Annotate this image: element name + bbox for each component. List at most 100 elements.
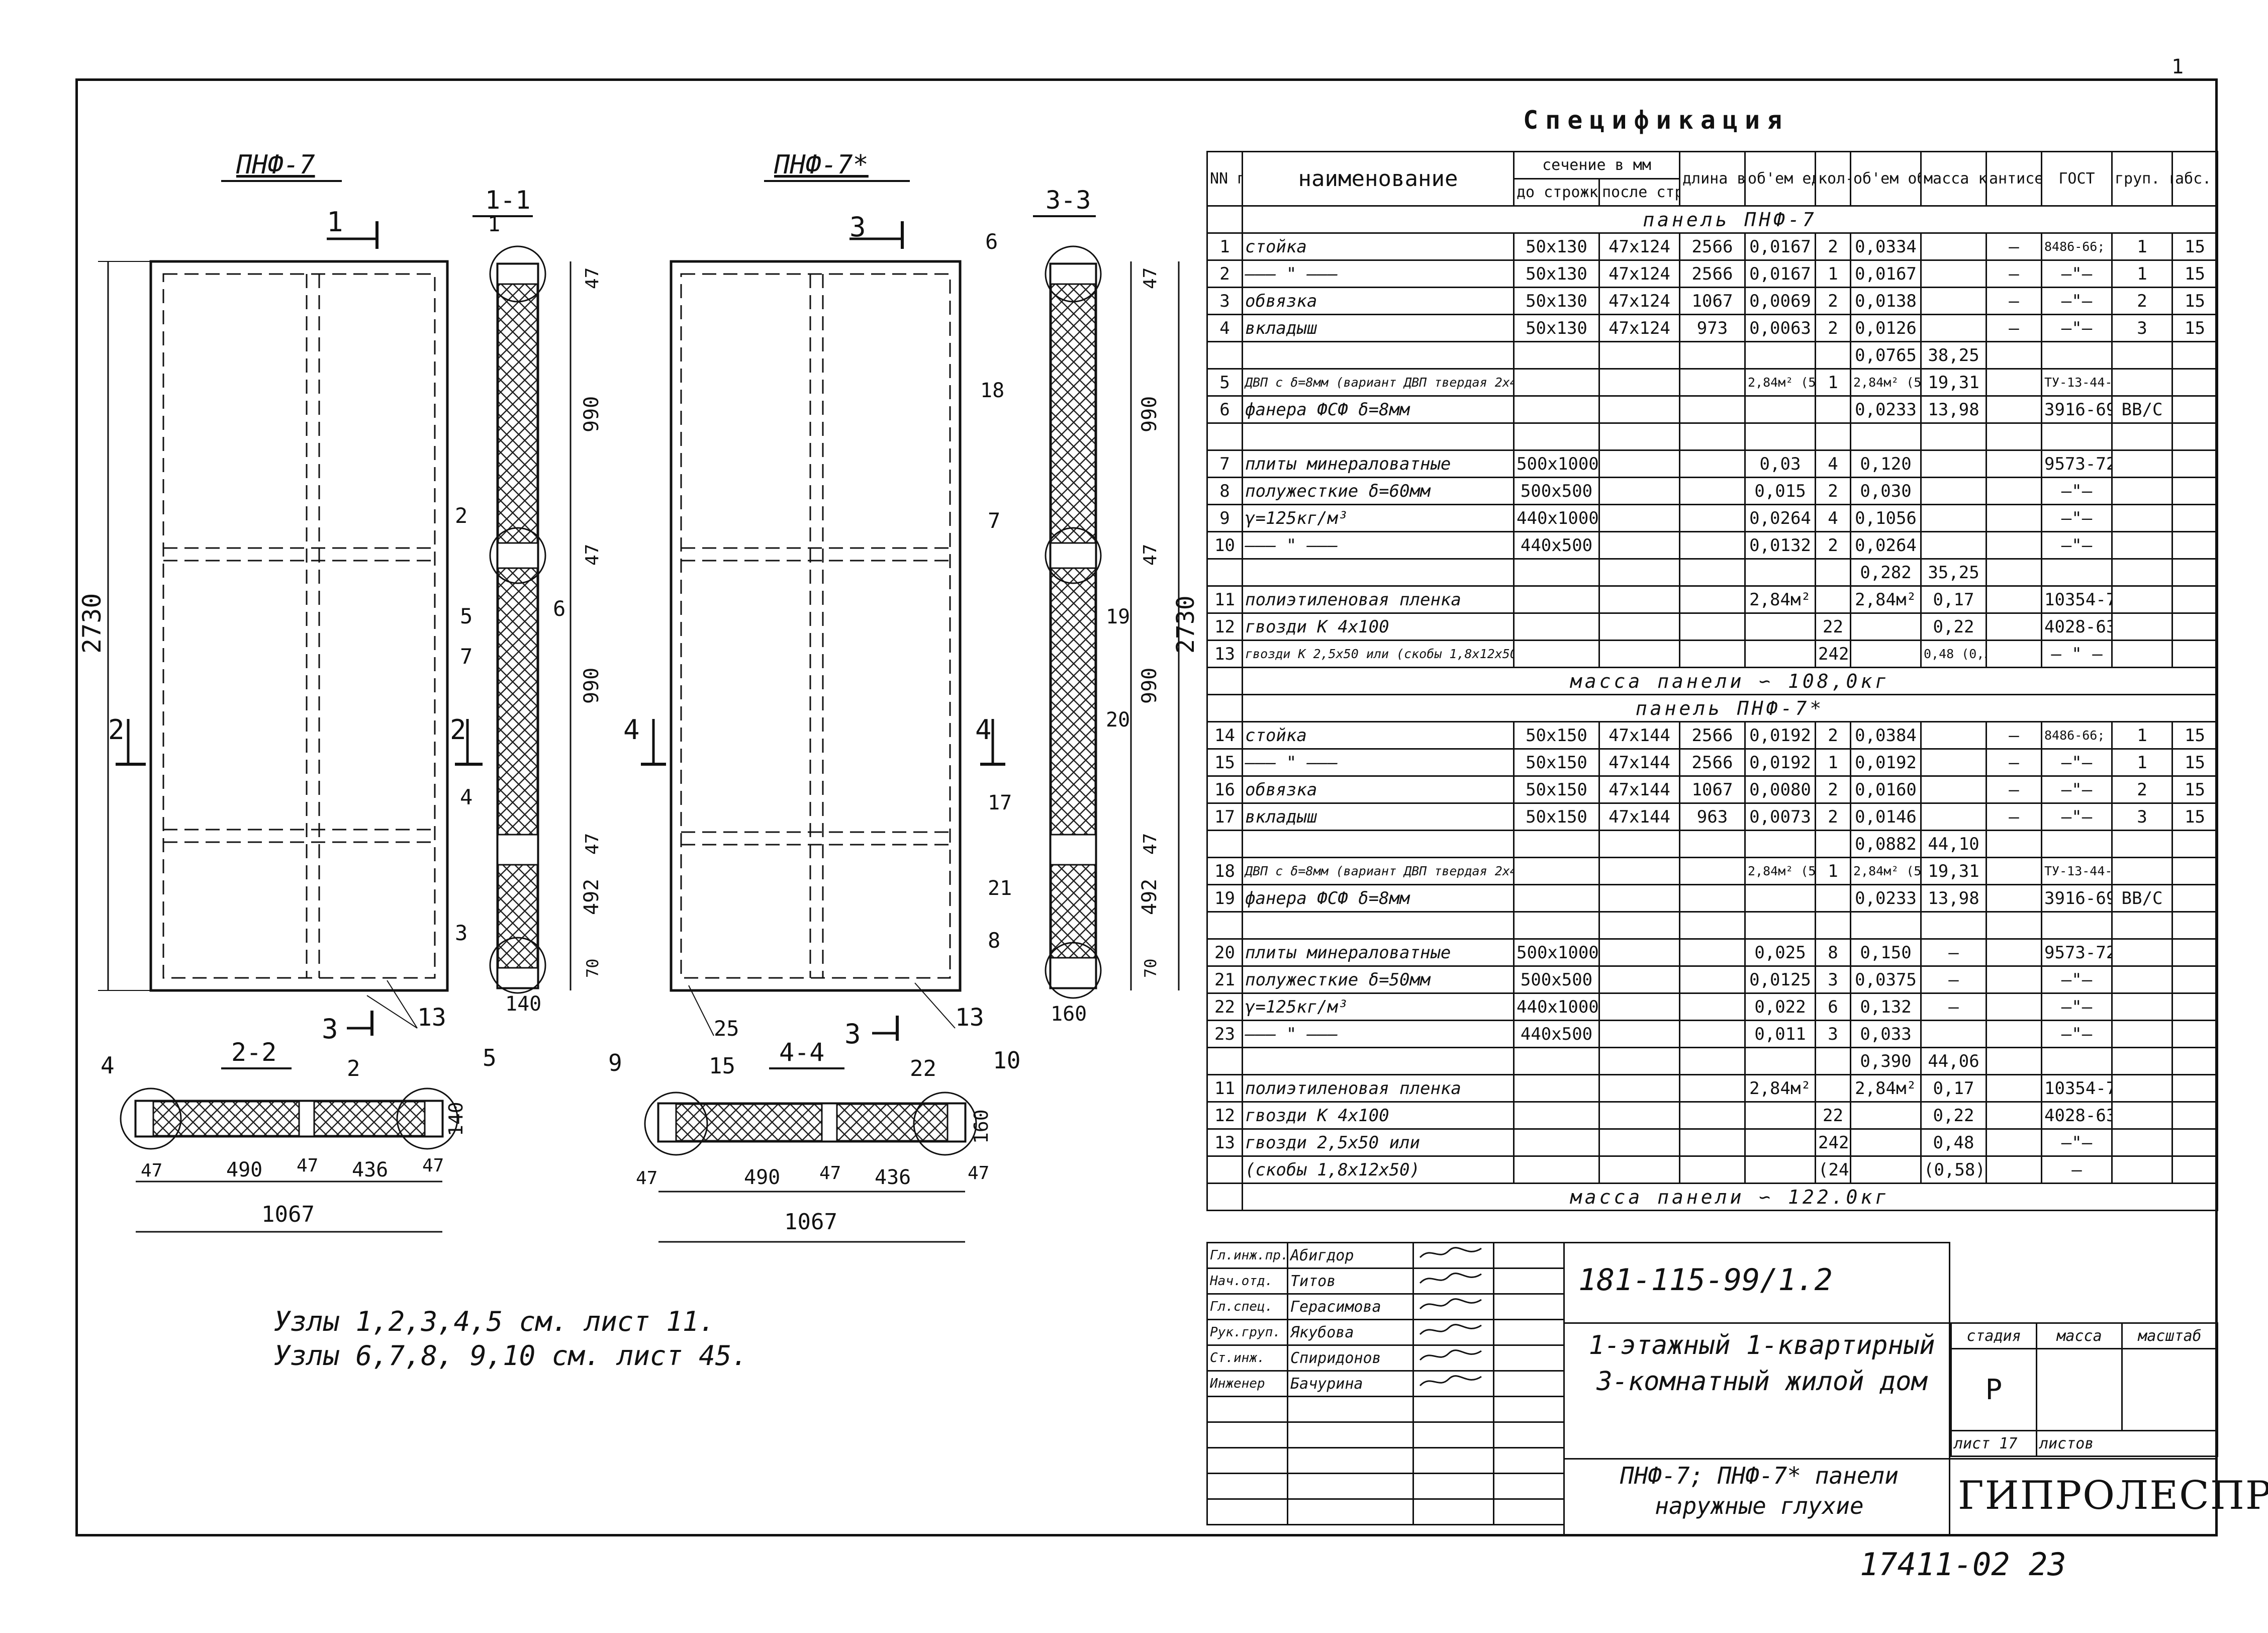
stamp-person: Абигдор — [1287, 1242, 1414, 1269]
spec-cell-mass — [1920, 232, 1987, 261]
spec-cell-qty — [1815, 422, 1851, 451]
spec-cell-pos: 7 — [1206, 449, 1243, 478]
spec-cell-gost: 9573-72 — [2041, 938, 2113, 967]
spec-cell-h: 15 — [2171, 802, 2218, 831]
spec-cell-h: 15 — [2171, 287, 2218, 315]
spec-cell-pos: 15 — [1206, 748, 1243, 777]
spec-cell-pos: 11 — [1206, 1074, 1243, 1103]
spec-cell-pos — [1206, 558, 1243, 587]
spec-cell-len — [1679, 477, 1746, 505]
spec-cell-qty — [1815, 830, 1851, 858]
signature — [1412, 1242, 1494, 1269]
spec-cell-anti — [1986, 477, 2042, 505]
spec-cell-anti: — — [1986, 748, 2042, 777]
spec-cell-pos: 3 — [1206, 287, 1243, 315]
spec-cell-to — [1513, 585, 1600, 614]
spec-cell-len — [1679, 1128, 1746, 1157]
spec-cell-name: полужесткие δ=60мм — [1242, 477, 1515, 505]
spec-cell-q — [2111, 1020, 2173, 1048]
spec-cell-after — [1598, 612, 1680, 641]
spec-cell-gost: 8486-66; 11047-72 — [2041, 232, 2113, 261]
doc-code: 181-115-99/1.2 — [1578, 1262, 1833, 1298]
spec-cell-q: 1 — [2111, 748, 2173, 777]
spec-cell-anti: — — [1986, 802, 2042, 831]
spec-cell-q: 1 — [2111, 232, 2173, 261]
spec-row — [1206, 422, 2218, 451]
stamp-empty-cell — [1412, 1473, 1494, 1500]
spec-cell-qty — [1815, 558, 1851, 587]
spec-cell-mass: — — [1920, 938, 1987, 967]
spec-cell-vt: 0,0138 — [1850, 287, 1922, 315]
spec-row: масса панели ∽ 108,0кг — [1206, 667, 2218, 695]
spec-cell-pos: 16 — [1206, 775, 1243, 804]
spec-cell-gost: 3916-69 — [2041, 395, 2113, 424]
stamp-role-row: Ст.инж.Спиридонов — [1206, 1344, 1565, 1372]
spec-cell-len: 2566 — [1679, 259, 1746, 288]
spec-cell-name: стойка — [1242, 232, 1515, 261]
specification-table: NN поз. наименование сечение в мм длина … — [1206, 151, 2218, 1211]
spec-cell-h: 15 — [2171, 748, 2218, 777]
spec-cell-gost: — — [2041, 1155, 2113, 1184]
spec-cell-name: ——— " ——— — [1242, 259, 1515, 288]
spec-cell-to — [1513, 1155, 1600, 1184]
spec-cell-vt — [1850, 612, 1922, 641]
stage-value: Р — [1950, 1348, 2037, 1431]
spec-cell-qty: 4 — [1815, 449, 1851, 478]
cut-mark-4-right: 4 — [975, 714, 992, 746]
spec-cell-after: 47x144 — [1598, 748, 1680, 777]
spec-cell-pos: 18 — [1206, 857, 1243, 885]
spec-cell-mass: 0,17 — [1920, 1074, 1987, 1103]
signature-scribble — [1419, 1375, 1482, 1387]
spec-cell-len — [1679, 558, 1746, 587]
spec-cell-anti — [1986, 1101, 2042, 1130]
stamp-empty-cell — [1206, 1396, 1288, 1423]
spec-cell-len — [1679, 531, 1746, 560]
spec-cell-pos: 12 — [1206, 1101, 1243, 1130]
stamp-empty-cell — [1493, 1421, 1565, 1448]
spec-cell-to: 50x150 — [1513, 775, 1600, 804]
spec-cell-anti — [1986, 422, 2042, 451]
spec-cell-q — [2111, 368, 2173, 397]
spec-section-label: масса панели ∽ 108,0кг — [1242, 667, 2218, 695]
stamp-role: Гл.инж.пр. — [1206, 1242, 1288, 1269]
spec-cell-vt — [1850, 911, 1922, 940]
spec-cell-qty: 8 — [1815, 938, 1851, 967]
spec-cell-mass — [1920, 422, 1987, 451]
spec-cell-vt: 0,0233 — [1850, 395, 1922, 424]
section-2-2 — [120, 1087, 458, 1150]
spec-cell-mass — [1920, 314, 1987, 342]
dim-47-g: 47 — [141, 1160, 162, 1181]
spec-cell-len: 2566 — [1679, 721, 1746, 750]
spec-cell-name: гвозди К 4x100 — [1242, 1101, 1515, 1130]
spec-cell-vt: 2,84м² (5,68м²) — [1850, 368, 1922, 397]
spec-cell-len: 973 — [1679, 314, 1746, 342]
spec-cell-after: 47x124 — [1598, 314, 1680, 342]
spec-cell-len — [1679, 640, 1746, 668]
spec-cell-anti — [1986, 558, 2042, 587]
spec-cell-h — [2171, 1101, 2218, 1130]
spec-cell-to — [1513, 830, 1600, 858]
spec-cell-vt: 0,0126 — [1850, 314, 1922, 342]
spec-cell-vt: 2,84м² (5,68м²) — [1850, 857, 1922, 885]
date-cell — [1493, 1267, 1565, 1295]
spec-cell-mass — [1920, 911, 1987, 940]
spec-cell-qty: 2 — [1815, 287, 1851, 315]
spec-cell-after — [1598, 368, 1680, 397]
dim-490-a: 490 — [226, 1158, 262, 1182]
spec-cell-q — [2111, 449, 2173, 478]
dim-47-k: 47 — [819, 1163, 841, 1184]
spec-cell-vt: 0,0375 — [1850, 965, 1922, 994]
marker-13-a: 13 — [417, 1004, 446, 1032]
marker-3: 3 — [455, 921, 467, 945]
spec-cell-mass — [1920, 287, 1987, 315]
spec-cell-vu: 0,0063 — [1744, 314, 1816, 342]
spec-cell-pos: 8 — [1206, 477, 1243, 505]
spec-cell-vt — [1850, 422, 1922, 451]
stamp-empty-cell — [1206, 1447, 1288, 1474]
stamp-empty-cell — [1206, 1473, 1288, 1500]
spec-cell-mass — [1920, 802, 1987, 831]
spec-cell-mass: 0,22 — [1920, 1101, 1987, 1130]
